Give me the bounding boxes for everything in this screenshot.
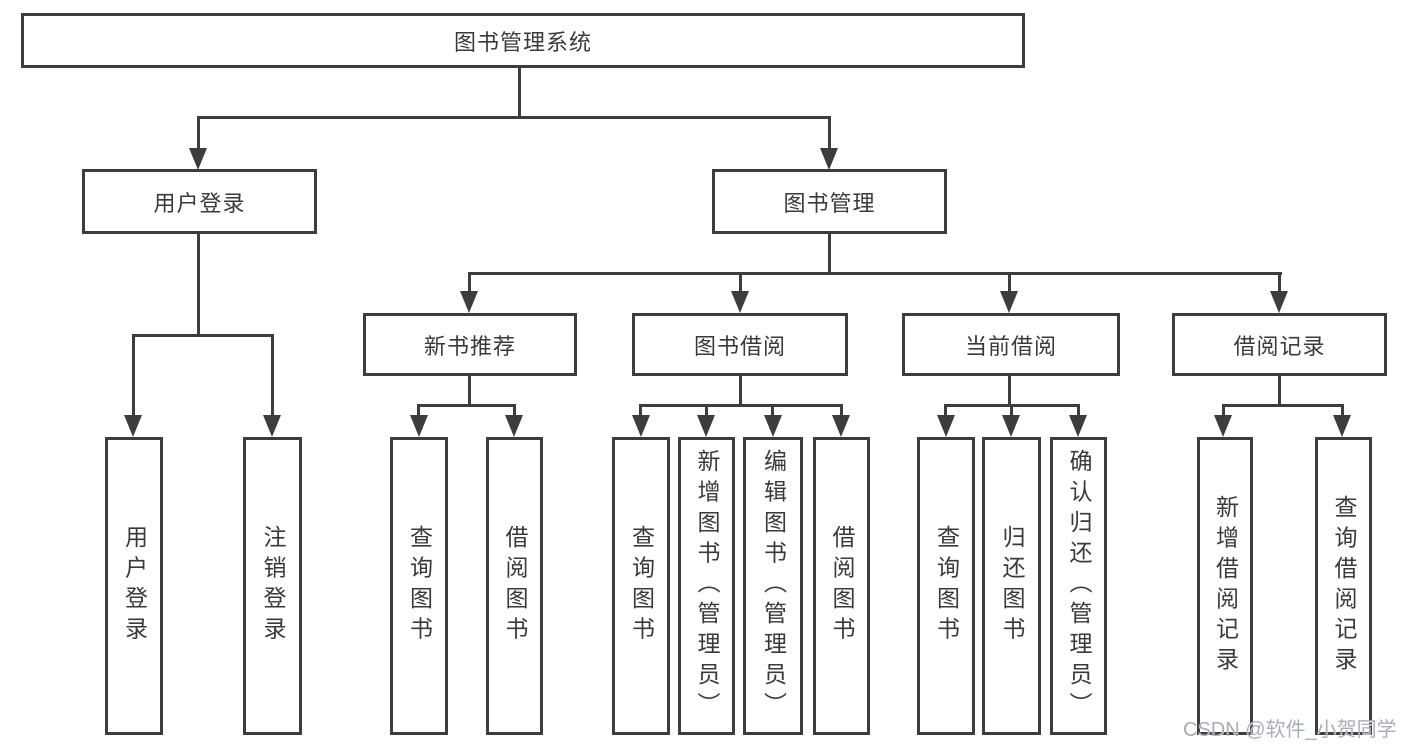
arrowhead-icon bbox=[820, 148, 838, 170]
leaf-label: 借阅图书 bbox=[502, 525, 528, 647]
leaf-label: 新增借阅记录 bbox=[1212, 494, 1239, 678]
connector-vline bbox=[1010, 404, 1013, 418]
arrowhead-icon bbox=[124, 415, 142, 437]
connector-vline bbox=[417, 404, 420, 418]
connector-hline bbox=[468, 272, 1282, 275]
arrowhead-icon bbox=[189, 148, 207, 170]
arrowhead-icon bbox=[1002, 415, 1020, 437]
connector-vline bbox=[739, 272, 742, 294]
arrowhead-icon bbox=[263, 415, 281, 437]
node-logout-action: 注销登录 bbox=[243, 437, 302, 735]
connector-vline bbox=[771, 404, 774, 418]
connector-vline bbox=[828, 116, 831, 151]
node-recommend-query-books: 查询图书 bbox=[390, 437, 448, 735]
arrowhead-icon bbox=[1069, 415, 1087, 437]
node-current-return-books: 归还图书 bbox=[982, 437, 1041, 735]
node-new-book-recommend: 新书推荐 bbox=[363, 313, 577, 376]
node-book-borrowing: 图书借阅 bbox=[632, 313, 848, 376]
connector-vline bbox=[271, 334, 274, 418]
connector-vline bbox=[1278, 376, 1281, 406]
arrowhead-icon bbox=[832, 415, 850, 437]
arrowhead-icon bbox=[1000, 291, 1018, 313]
connector-hline bbox=[197, 116, 831, 119]
leaf-label: 编辑图书（管理员） bbox=[760, 449, 787, 723]
connector-vline bbox=[468, 272, 471, 294]
connector-vline bbox=[513, 404, 516, 418]
node-book-management: 图书管理 bbox=[712, 169, 947, 234]
connector-vline bbox=[1222, 404, 1225, 418]
leaf-label: 确认归还（管理员） bbox=[1066, 449, 1092, 723]
node-current-borrowing: 当前借阅 bbox=[902, 313, 1120, 376]
node-borrowing-borrow-books: 借阅图书 bbox=[813, 437, 870, 735]
arrowhead-icon bbox=[764, 415, 782, 437]
node-user-login: 用户登录 bbox=[82, 169, 317, 234]
arrowhead-icon bbox=[410, 415, 428, 437]
connector-hline bbox=[132, 334, 274, 337]
connector-vline bbox=[132, 334, 135, 418]
node-records-query-borrow-record: 查询借阅记录 bbox=[1315, 437, 1372, 735]
node-borrowing-records: 借阅记录 bbox=[1172, 313, 1387, 376]
csdn-watermark: CSDN @软件_小贺同学 bbox=[1183, 719, 1397, 741]
connector-vline bbox=[944, 404, 947, 418]
node-records-add-borrow-record: 新增借阅记录 bbox=[1197, 437, 1253, 735]
node-current-query-books: 查询图书 bbox=[917, 437, 975, 735]
node-borrowing-edit-books-admin: 编辑图书（管理员） bbox=[743, 437, 803, 735]
node-user-login-action: 用户登录 bbox=[105, 437, 163, 735]
connector-vline bbox=[639, 404, 642, 418]
leaf-label: 查询图书 bbox=[628, 525, 655, 647]
connector-vline bbox=[197, 234, 200, 337]
connector-hline bbox=[639, 404, 843, 407]
connector-vline bbox=[1008, 272, 1011, 294]
connector-vline bbox=[840, 404, 843, 418]
connector-vline bbox=[705, 404, 708, 418]
leaf-label: 注销登录 bbox=[260, 525, 286, 647]
connector-vline bbox=[739, 376, 742, 406]
connector-vline bbox=[828, 234, 831, 275]
arrowhead-icon bbox=[632, 415, 650, 437]
leaf-label: 借阅图书 bbox=[829, 525, 855, 647]
connector-vline bbox=[1008, 376, 1011, 406]
leaf-label: 查询图书 bbox=[933, 525, 960, 647]
connector-vline bbox=[197, 116, 200, 151]
connector-vline bbox=[1278, 272, 1281, 294]
arrowhead-icon bbox=[1333, 415, 1351, 437]
leaf-label: 查询图书 bbox=[406, 525, 433, 647]
node-borrowing-query-books: 查询图书 bbox=[612, 437, 670, 735]
connector-vline bbox=[1341, 404, 1344, 418]
arrowhead-icon bbox=[697, 415, 715, 437]
leaf-label: 归还图书 bbox=[999, 525, 1025, 647]
connector-vline bbox=[468, 376, 471, 407]
arrowhead-icon bbox=[937, 415, 955, 437]
connector-vline bbox=[518, 68, 521, 118]
arrowhead-icon bbox=[1270, 291, 1288, 313]
leaf-label: 新增图书（管理员） bbox=[694, 449, 720, 723]
arrowhead-icon bbox=[505, 415, 523, 437]
node-current-confirm-return-admin: 确认归还（管理员） bbox=[1050, 437, 1107, 735]
node-recommend-borrow-books: 借阅图书 bbox=[486, 437, 543, 735]
arrowhead-icon bbox=[1214, 415, 1232, 437]
node-library-system: 图书管理系统 bbox=[21, 13, 1025, 68]
leaf-label: 查询借阅记录 bbox=[1331, 494, 1357, 678]
leaf-label: 用户登录 bbox=[121, 525, 148, 647]
arrowhead-icon bbox=[460, 291, 478, 313]
connector-vline bbox=[1077, 404, 1080, 418]
connector-hline bbox=[1222, 404, 1344, 407]
connector-hline bbox=[417, 404, 516, 407]
arrowhead-icon bbox=[731, 291, 749, 313]
node-borrowing-add-books-admin: 新增图书（管理员） bbox=[678, 437, 735, 735]
